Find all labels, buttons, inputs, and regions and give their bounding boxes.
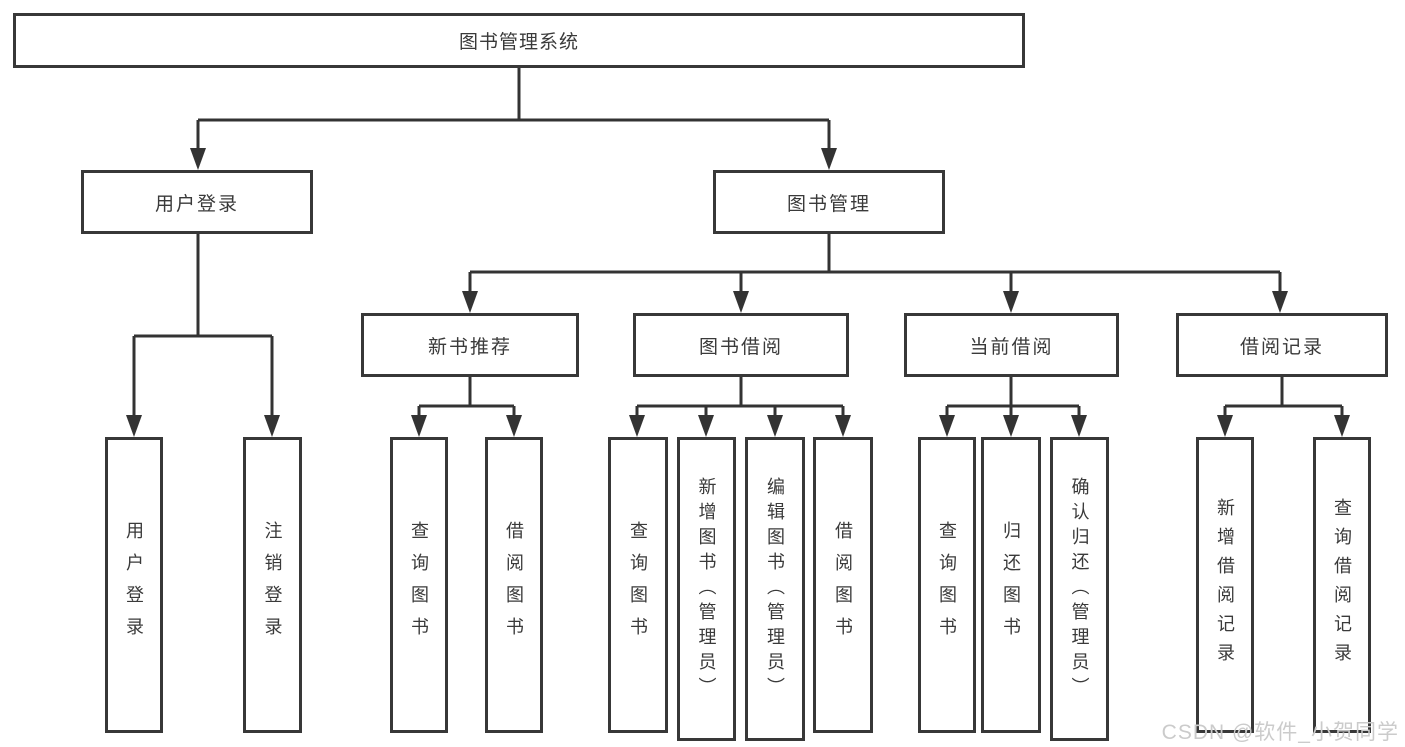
node-label: 借阅记录	[1239, 336, 1324, 358]
node-user-login: 用户登录	[81, 170, 313, 234]
node-label: 当前借阅	[969, 336, 1054, 358]
leaf-label: 用户登录	[124, 521, 144, 649]
leaf-label: 借阅图书	[504, 521, 524, 649]
node-borrow-records: 借阅记录	[1176, 313, 1388, 377]
leaf-current-confirm-return-admin: 确认归还（管理员）	[1050, 437, 1109, 741]
leaf-current-return-books: 归还图书	[981, 437, 1041, 733]
leaf-borrowing-borrow-books: 借阅图书	[813, 437, 873, 733]
node-label: 图书管理系统	[458, 32, 579, 53]
node-book-management: 图书管理	[713, 170, 945, 234]
node-current-borrowing: 当前借阅	[904, 313, 1119, 377]
leaf-label: 归还图书	[1001, 521, 1021, 649]
node-label: 图书借阅	[698, 336, 783, 358]
leaf-records-add-record: 新增借阅记录	[1196, 437, 1254, 733]
leaf-current-query-books: 查询图书	[918, 437, 976, 733]
node-label: 用户登录	[154, 193, 239, 215]
leaf-label: 借阅图书	[833, 521, 853, 649]
node-new-book-recommend: 新书推荐	[361, 313, 579, 377]
node-system-root: 图书管理系统	[13, 13, 1025, 68]
leaf-borrowing-edit-books-admin: 编辑图书（管理员）	[745, 437, 805, 741]
leaf-recommend-borrow-books: 借阅图书	[485, 437, 543, 733]
leaf-label: 编辑图书（管理员）	[765, 476, 785, 702]
leaf-label: 查询图书	[937, 521, 957, 649]
leaf-label: 查询借阅记录	[1332, 498, 1352, 672]
leaf-logout: 注销登录	[243, 437, 302, 733]
leaf-label: 查询图书	[628, 521, 648, 649]
leaf-user-login: 用户登录	[105, 437, 163, 733]
watermark: CSDN @软件_小贺同学	[1161, 721, 1399, 744]
leaf-label: 确认归还（管理员）	[1069, 476, 1090, 702]
node-label: 新书推荐	[427, 336, 512, 358]
leaf-borrowing-add-books-admin: 新增图书（管理员）	[677, 437, 736, 741]
node-book-borrowing: 图书借阅	[633, 313, 849, 377]
node-label: 图书管理	[786, 193, 871, 215]
leaf-label: 查询图书	[409, 521, 429, 649]
leaf-label: 注销登录	[262, 521, 283, 649]
leaf-label: 新增图书（管理员）	[696, 476, 717, 702]
leaf-label: 新增借阅记录	[1215, 498, 1235, 672]
leaf-recommend-query-books: 查询图书	[390, 437, 448, 733]
leaf-records-query-record: 查询借阅记录	[1313, 437, 1371, 733]
leaf-borrowing-query-books: 查询图书	[608, 437, 668, 733]
